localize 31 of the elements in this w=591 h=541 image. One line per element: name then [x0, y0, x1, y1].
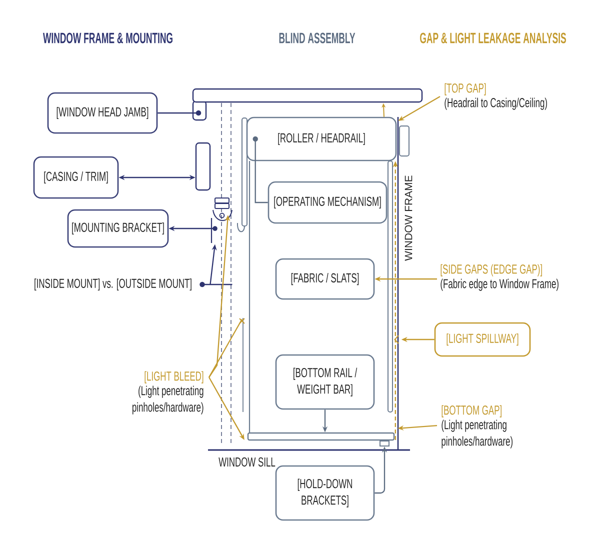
callout-heading: [TOP GAP]: [444, 83, 486, 96]
label-box: [OPERATING MECHANISM]: [268, 181, 388, 224]
sill-label: WINDOW SILL: [218, 457, 276, 467]
jamb-bar: [192, 88, 423, 103]
callout-note: (Fabric edge to Window Frame): [440, 278, 558, 291]
callout-note: (Light penetrating pinholes/hardware): [442, 420, 513, 448]
label-box: [FABRIC / SLATS]: [275, 258, 375, 300]
leader-line: [208, 318, 242, 378]
casing-bar: [195, 142, 211, 191]
callout-note: (Headrail to Casing/Ceiling): [444, 98, 547, 110]
leader-line: [158, 112, 198, 114]
label-box: [WINDOW HEAD JAMB]: [47, 92, 158, 134]
label-box: [MOUNTING BRACKET]: [67, 209, 169, 248]
column-heading: BLIND ASSEMBLY: [279, 32, 356, 44]
callout-label: [INSIDE MOUNT] vs. [OUTSIDE MOUNT]: [34, 278, 192, 291]
column-heading: WINDOW FRAME & MOUNTING: [43, 32, 172, 44]
leader-line: [254, 139, 268, 204]
callout-heading: [SIDE GAPS (EDGE GAP)]: [440, 264, 542, 276]
callout-heading: [BOTTOM GAP]: [442, 405, 502, 418]
frame-label: WINDOW FRAME: [404, 176, 412, 261]
label-box: [BOTTOM RAIL / WEIGHT BAR]: [275, 354, 375, 410]
label-box: [ROLLER / HEADRAIL]: [246, 116, 397, 162]
clip-block: [380, 440, 390, 446]
column-heading: GAP & LIGHT LEAKAGE ANALYSIS: [420, 32, 566, 44]
leader-line: [202, 284, 232, 286]
label-box: [HOLD-DOWN BRACKETS]: [275, 465, 375, 521]
callout-heading: [LIGHT BLEED]: [144, 371, 204, 384]
callout-note: (Light penetrating pinholes/hardware): [132, 386, 204, 414]
label-box: [LIGHT SPILLWAY]: [434, 322, 531, 357]
label-box: [CASING / TRIM]: [33, 156, 119, 199]
bracket-drawing: [210, 198, 232, 243]
